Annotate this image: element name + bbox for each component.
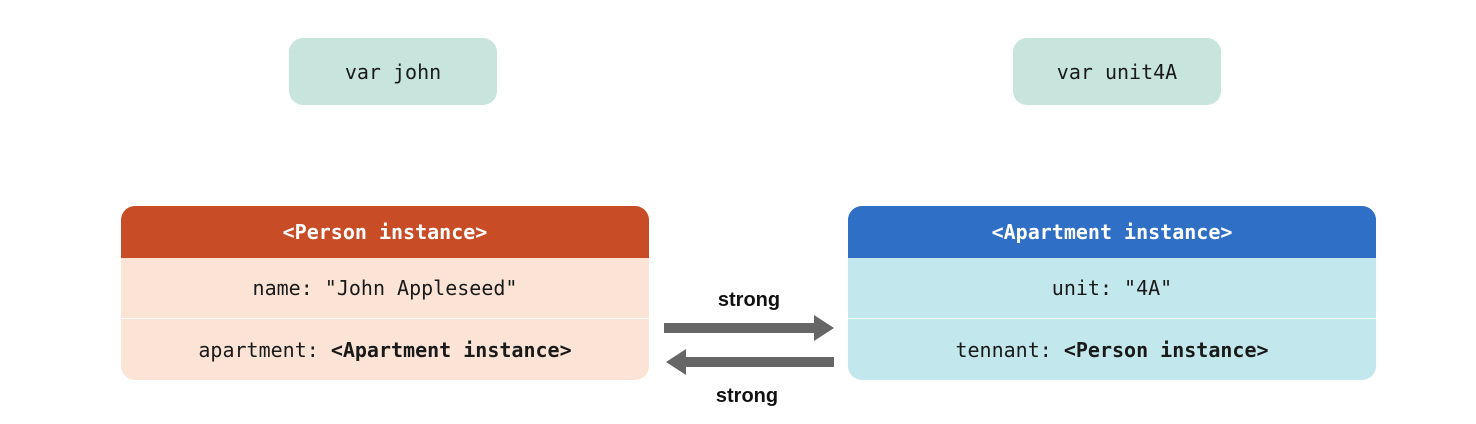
var-john-label: var john: [344, 59, 442, 84]
person-apartment-row: apartment: <Apartment instance>: [121, 318, 649, 380]
apartment-unit-key: unit:: [1051, 276, 1125, 300]
person-instance-box: <Person instance> name: "John Appleseed"…: [121, 206, 649, 380]
apartment-instance-header: <Apartment instance>: [848, 206, 1376, 258]
person-name-row: name: "John Appleseed": [121, 258, 649, 318]
person-name-key: name:: [252, 276, 325, 300]
person-apartment-key: apartment:: [198, 337, 331, 362]
apartment-tennant-value: <Person instance>: [1063, 337, 1269, 362]
apartment-tennant-key: tennant:: [955, 337, 1064, 362]
person-apartment-value: <Apartment instance>: [330, 337, 572, 362]
person-instance-header: <Person instance>: [121, 206, 649, 258]
apartment-tennant-row: tennant: <Person instance>: [848, 318, 1376, 380]
person-name-value: "John Appleseed": [324, 276, 518, 300]
var-unit4a-label: var unit4A: [1056, 59, 1178, 84]
apartment-instance-box: <Apartment instance> unit: "4A" tennant:…: [848, 206, 1376, 380]
var-unit4a-box: var unit4A: [1013, 38, 1221, 105]
strong-label-bottom: strong: [715, 385, 779, 407]
apartment-unit-row: unit: "4A": [848, 258, 1376, 318]
var-john-box: var john: [289, 38, 497, 105]
strong-arrow-right: [664, 315, 834, 341]
apartment-unit-value: "4A": [1124, 276, 1173, 300]
strong-label-top: strong: [717, 289, 781, 311]
strong-arrow-left: [666, 349, 834, 375]
